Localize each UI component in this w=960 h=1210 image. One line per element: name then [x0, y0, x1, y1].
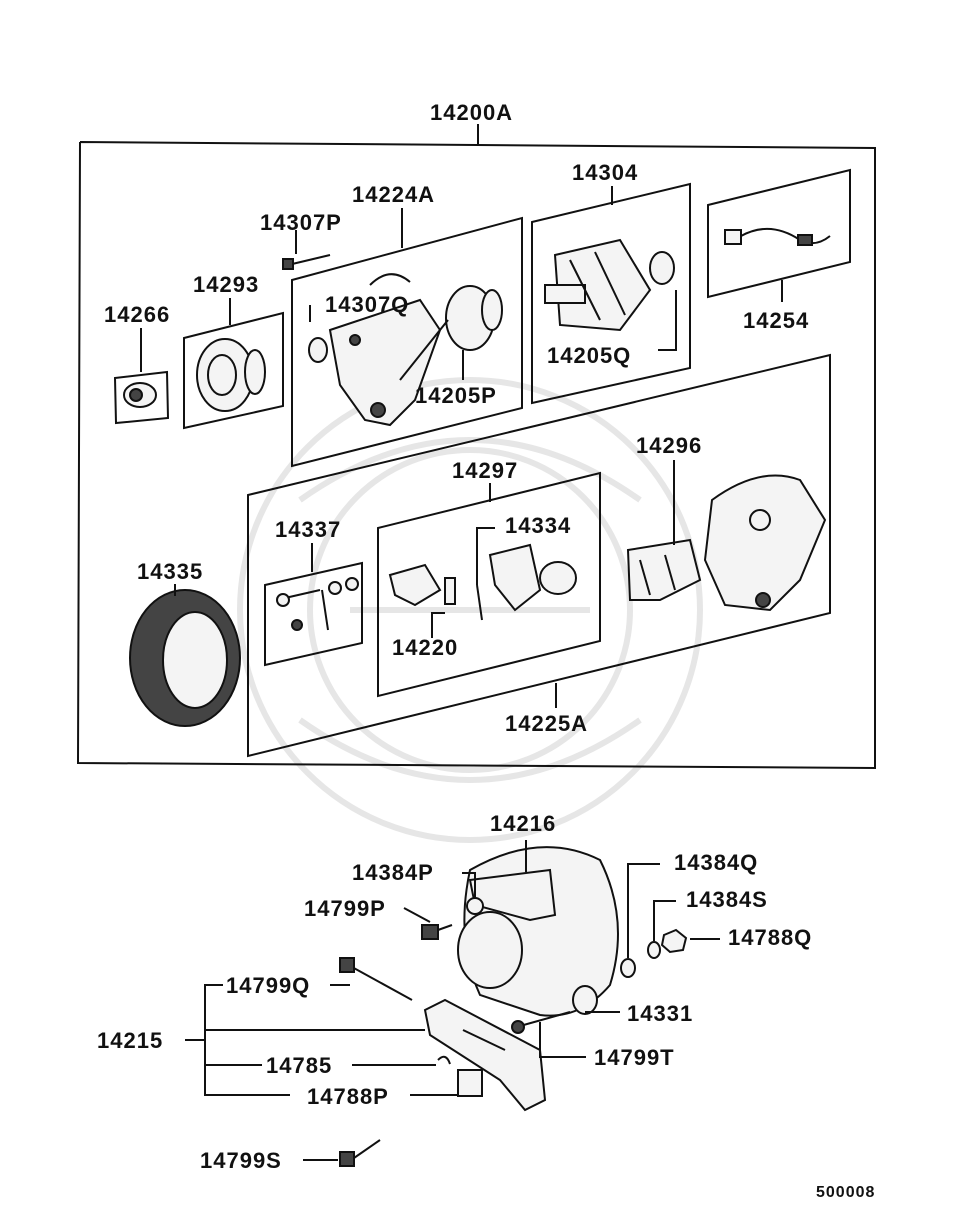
part-14254-brush-lead [724, 227, 831, 246]
label-14307Q: 14307Q [325, 292, 409, 317]
part-14335-stator [129, 589, 241, 727]
label-14297: 14297 [452, 458, 518, 483]
part-14216-alternator [457, 846, 619, 1017]
part-14266-bushing [123, 382, 157, 408]
part-14331-spacer [572, 985, 598, 1015]
box-14304 [531, 182, 691, 405]
part-14293-pulley [196, 338, 266, 412]
box-14225A [247, 353, 831, 758]
label-14799P: 14799P [304, 896, 386, 921]
box-14266 [113, 370, 170, 425]
label-14296: 14296 [636, 433, 702, 458]
part-14304-rotor [544, 238, 675, 332]
label-14216: 14216 [490, 811, 556, 836]
part-14799P-bolt [421, 924, 453, 940]
label-14220: 14220 [392, 635, 458, 660]
label-14331: 14331 [627, 1001, 693, 1026]
label-14384P: 14384P [352, 860, 434, 885]
label-14788P: 14788P [307, 1084, 389, 1109]
part-14384S-washer [647, 941, 661, 959]
label-14788Q: 14788Q [728, 925, 812, 950]
label-14205Q: 14205Q [547, 343, 631, 368]
part-14799Q-bolt [339, 957, 413, 1001]
part-14337-bolt-set [276, 577, 359, 631]
part-14799S-bolt [339, 1139, 381, 1167]
label-14215: 14215 [97, 1028, 163, 1053]
label-14307P: 14307P [260, 210, 342, 235]
label-14224A: 14224A [352, 182, 435, 207]
part-rear-housing [703, 474, 827, 612]
label-14799Q: 14799Q [226, 973, 310, 998]
part-14384Q-washer [620, 958, 636, 978]
label-14335: 14335 [137, 559, 203, 584]
part-14384P-washer [466, 897, 484, 915]
part-14788P-nut [457, 1069, 483, 1097]
part-14224A-front-housing [308, 273, 503, 427]
label-14225A: 14225A [505, 711, 588, 736]
part-14799T-bolt [511, 1011, 571, 1034]
label-14200A: 14200A [430, 100, 513, 125]
label-14337: 14337 [275, 517, 341, 542]
label-14799S: 14799S [200, 1148, 282, 1173]
box-14224A [291, 216, 523, 468]
label-14266: 14266 [104, 302, 170, 327]
box-14337 [264, 561, 363, 667]
label-14334: 14334 [505, 513, 571, 538]
label-14799T: 14799T [594, 1045, 675, 1070]
label-14785: 14785 [266, 1053, 332, 1078]
box-14293 [183, 311, 284, 430]
box-14254 [707, 168, 851, 299]
label-14205P: 14205P [415, 383, 497, 408]
label-14254: 14254 [743, 308, 809, 333]
label-14293: 14293 [193, 272, 259, 297]
part-14296-rectifier [626, 538, 702, 601]
label-14384Q: 14384Q [674, 850, 758, 875]
diagram-code: 500008 [816, 1184, 875, 1201]
part-14785-clip [437, 1055, 451, 1065]
label-14304: 14304 [572, 160, 638, 185]
assembly-14200A-frame [76, 141, 876, 770]
watermark-emblem [237, 377, 703, 843]
part-14788Q-nut [660, 928, 688, 954]
part-14331-bracket-stay [423, 998, 547, 1112]
label-14384S: 14384S [686, 887, 768, 912]
part-14307P-screw [282, 254, 331, 270]
box-14297 [377, 471, 601, 698]
part-14297-brush-holder [388, 543, 577, 621]
